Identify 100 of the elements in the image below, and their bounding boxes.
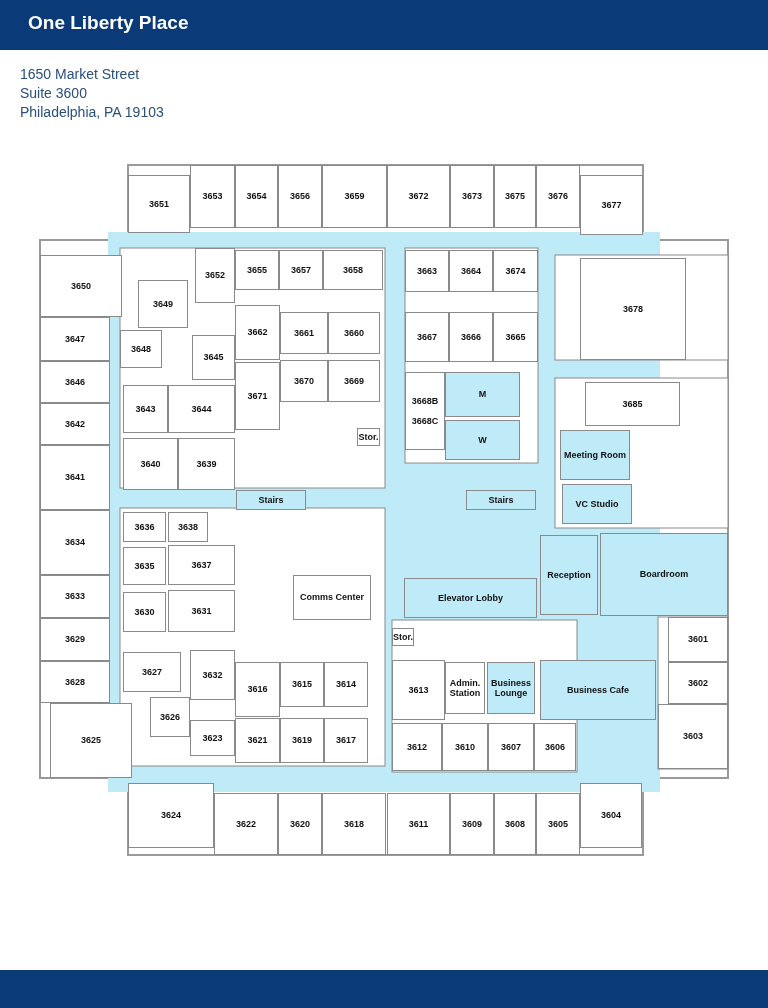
room-label: 3666 — [461, 331, 481, 343]
room — [580, 258, 686, 360]
stairwell — [466, 490, 536, 510]
room-label: 3628 — [65, 676, 85, 688]
room — [324, 718, 368, 763]
room-label: 3617 — [336, 735, 356, 746]
room-label: Meeting Room — [564, 449, 626, 461]
room — [323, 250, 383, 290]
room — [600, 533, 728, 616]
room — [168, 545, 235, 585]
room-label: 3619 — [292, 735, 312, 746]
room-label: 3640 — [140, 458, 161, 470]
room-label: 3604 — [601, 810, 621, 821]
room — [442, 723, 488, 771]
room-label: 3643 — [135, 403, 156, 415]
room-label: 3637 — [191, 559, 212, 571]
address-line: 1650 Market Street — [20, 66, 140, 82]
restroom — [445, 420, 520, 460]
room-label: 3663 — [417, 265, 437, 277]
room-label: 3620 — [290, 818, 310, 830]
room — [493, 250, 538, 292]
address-line: Philadelphia, PA 19103 — [20, 104, 164, 120]
room — [123, 652, 181, 692]
room-label: 3627 — [142, 666, 162, 678]
room-label: 3657 — [291, 264, 311, 276]
room — [190, 650, 235, 700]
room — [123, 592, 166, 632]
room — [536, 165, 580, 228]
room — [280, 312, 328, 354]
room-label: 3641 — [65, 472, 85, 483]
room — [235, 662, 280, 717]
room — [328, 312, 380, 354]
room-label: 3611 — [408, 818, 429, 830]
room-label: W — [478, 434, 487, 446]
room-label: 3621 — [247, 735, 268, 746]
room — [449, 250, 493, 292]
room — [192, 335, 235, 380]
room — [387, 165, 450, 228]
room-label: 3632 — [202, 669, 223, 681]
room-label: 3653 — [202, 191, 223, 202]
room — [280, 718, 324, 763]
room-label: 3603 — [683, 731, 703, 742]
room — [40, 317, 110, 361]
room — [128, 783, 214, 848]
room — [235, 362, 280, 430]
room-label: VC Studio — [575, 498, 619, 510]
room — [214, 793, 278, 855]
room — [40, 510, 110, 575]
room-label: 3678 — [623, 303, 643, 315]
room-label: Boardroom — [639, 569, 689, 580]
room — [488, 723, 534, 771]
room-label: Stairs — [488, 494, 514, 506]
room-label: 3672 — [408, 191, 429, 202]
room-label: 3668C — [411, 416, 439, 427]
room-label: 3665 — [505, 331, 526, 343]
room — [280, 662, 324, 707]
room — [278, 793, 322, 855]
room — [40, 618, 110, 661]
room — [123, 547, 166, 585]
room-label: 3633 — [65, 591, 85, 602]
room-label: 3660 — [344, 327, 364, 339]
elevator-lobby — [404, 578, 537, 618]
room — [392, 723, 442, 771]
room-label: 3623 — [202, 732, 223, 744]
room-label: 3649 — [153, 298, 173, 310]
room — [534, 723, 576, 771]
room — [235, 250, 279, 290]
room-label: 3638 — [178, 521, 198, 533]
stairwell — [236, 490, 306, 510]
room-label: 3606 — [545, 741, 565, 753]
room — [536, 793, 580, 855]
room — [585, 382, 680, 426]
room-label: 3612 — [407, 741, 427, 753]
room-label: 3685 — [622, 398, 643, 410]
room-label: 3636 — [134, 521, 155, 533]
room — [668, 662, 728, 704]
room-label: 3630 — [134, 606, 155, 618]
room-label: 3661 — [294, 327, 314, 339]
room-label: 3634 — [65, 537, 85, 548]
room — [40, 575, 110, 618]
room — [405, 312, 449, 362]
room — [405, 372, 445, 450]
room-label: 3671 — [247, 390, 268, 402]
room-label: 3664 — [461, 265, 481, 277]
room-label: 3668B — [411, 395, 439, 406]
room — [293, 575, 371, 620]
room-label: Stairs — [258, 494, 284, 506]
room-label: 3655 — [247, 264, 267, 276]
room-label: M — [478, 389, 487, 400]
room — [322, 165, 387, 228]
room — [445, 662, 485, 714]
room-label: 3675 — [505, 191, 525, 202]
room-label: Reception — [547, 569, 591, 581]
room — [120, 330, 162, 368]
room — [123, 512, 166, 542]
room — [40, 661, 110, 703]
room-label: Stor. — [358, 431, 379, 443]
room — [324, 662, 368, 707]
room — [123, 385, 168, 433]
room-label: Admin. Station — [448, 677, 482, 699]
